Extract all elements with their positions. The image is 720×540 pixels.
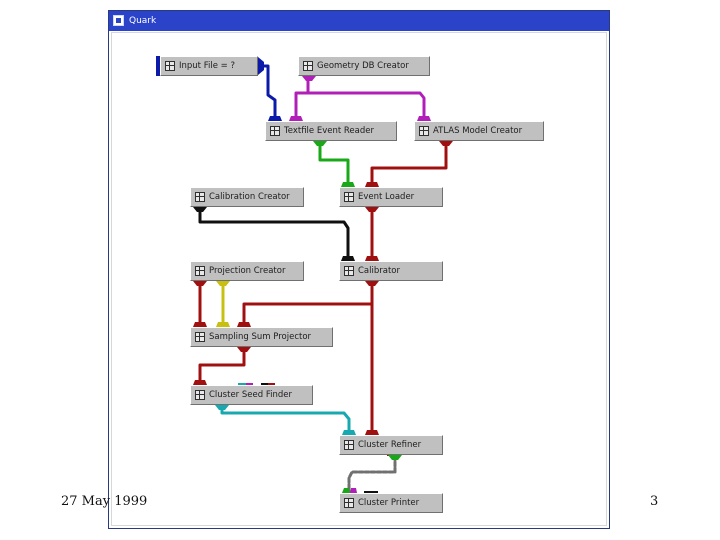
node-label: Calibration Creator: [209, 192, 290, 202]
module-icon: [344, 498, 354, 508]
wire-projector-to-seedfinder: [198, 346, 246, 386]
module-icon: [419, 126, 429, 136]
footer-date: 27 May 1999: [61, 494, 148, 509]
wire-refiner-to-printer: [347, 454, 397, 494]
ports: [156, 56, 453, 494]
port-calibrator-in-black: [341, 256, 355, 261]
port-seedfinder-out: [215, 405, 229, 410]
port-calibrator-out: [365, 281, 379, 286]
node-label: ATLAS Model Creator: [433, 126, 523, 136]
node-event-loader[interactable]: Event Loader: [339, 187, 443, 207]
node-atlas-model-creator[interactable]: ATLAS Model Creator: [414, 121, 544, 141]
port-seedfinder-tag-black: [261, 383, 268, 386]
port-calibrator-in-red: [365, 256, 379, 261]
port-projection-out-yellow: [216, 281, 230, 286]
port-geometry-out: [302, 76, 316, 81]
node-label: Cluster Printer: [358, 498, 420, 508]
port-seedfinder-tag-purple: [246, 383, 253, 386]
node-label: Textfile Event Reader: [284, 126, 374, 136]
window-title: Quark: [129, 16, 157, 26]
wire-calibrator-to-projector: [242, 302, 374, 328]
port-refiner-in-red: [365, 430, 379, 435]
node-label: Input File = ?: [179, 61, 235, 71]
module-icon: [165, 61, 175, 71]
port-printer-in-purple: [350, 488, 357, 493]
node-projection-creator[interactable]: Projection Creator: [190, 261, 304, 281]
node-calibrator[interactable]: Calibrator: [339, 261, 443, 281]
port-atlas-out: [439, 141, 453, 146]
wire-calibration-to-calibrator: [198, 206, 350, 262]
node-label: Event Loader: [358, 192, 415, 202]
node-calibration-creator[interactable]: Calibration Creator: [190, 187, 304, 207]
port-seedfinder-tag-cyan: [238, 383, 246, 386]
port-printer-tag-black: [364, 491, 378, 494]
node-sampling-sum-projector[interactable]: Sampling Sum Projector: [190, 327, 333, 347]
node-cluster-seed-finder[interactable]: Cluster Seed Finder: [190, 385, 313, 405]
node-input-file[interactable]: Input File = ?: [160, 56, 258, 76]
port-refiner-in-cyan: [342, 430, 356, 435]
port-loader-in-green: [341, 182, 355, 187]
port-atlas-in: [417, 116, 431, 121]
node-label: Cluster Seed Finder: [209, 390, 292, 400]
port-projector-in-red: [193, 322, 207, 327]
port-refiner-out: [388, 455, 402, 460]
module-icon: [195, 332, 205, 342]
node-textfile-event-reader[interactable]: Textfile Event Reader: [265, 121, 397, 141]
wire-reader-to-loader: [318, 140, 350, 188]
window-icon: [113, 15, 124, 26]
module-icon: [344, 192, 354, 202]
module-icon: [303, 61, 313, 71]
node-label: Geometry DB Creator: [317, 61, 409, 71]
port-calibration-out: [193, 207, 207, 212]
port-seedfinder-in: [193, 380, 207, 385]
wire-geometry-to-atlas: [306, 91, 426, 122]
node-label: Projection Creator: [209, 266, 286, 276]
wire-geometry-to-reader: [294, 74, 310, 122]
wire-input-to-reader: [260, 64, 277, 122]
port-projector-in-yellow: [216, 322, 230, 327]
port-projector-out: [237, 347, 251, 352]
node-geometry-db-creator[interactable]: Geometry DB Creator: [298, 56, 430, 76]
port-seedfinder-tag-red: [268, 383, 275, 386]
node-label: Calibrator: [358, 266, 400, 276]
window-titlebar[interactable]: Quark: [109, 11, 609, 31]
port-printer-in-green: [342, 488, 350, 493]
page-number: 3: [650, 494, 659, 509]
port-projection-out-red: [193, 281, 207, 286]
module-icon: [195, 192, 205, 202]
port-input-left: [156, 56, 160, 76]
module-icon: [344, 266, 354, 276]
module-icon: [270, 126, 280, 136]
port-reader-out: [313, 141, 327, 146]
wire-atlas-to-loader: [370, 140, 448, 188]
node-label: Sampling Sum Projector: [209, 332, 312, 342]
node-label: Cluster Refiner: [358, 440, 422, 450]
port-loader-in-red: [365, 182, 379, 187]
port-input-right: [258, 57, 264, 75]
node-cluster-refiner[interactable]: Cluster Refiner: [339, 435, 443, 455]
module-icon: [344, 440, 354, 450]
node-cluster-printer[interactable]: Cluster Printer: [339, 493, 443, 513]
port-reader-in-navy: [268, 116, 282, 121]
port-loader-out: [365, 207, 379, 212]
port-projector-in-red2: [237, 322, 251, 327]
module-icon: [195, 266, 205, 276]
port-reader-in-purple: [289, 116, 303, 121]
wire-seedfinder-to-refiner: [220, 404, 351, 436]
module-icon: [195, 390, 205, 400]
